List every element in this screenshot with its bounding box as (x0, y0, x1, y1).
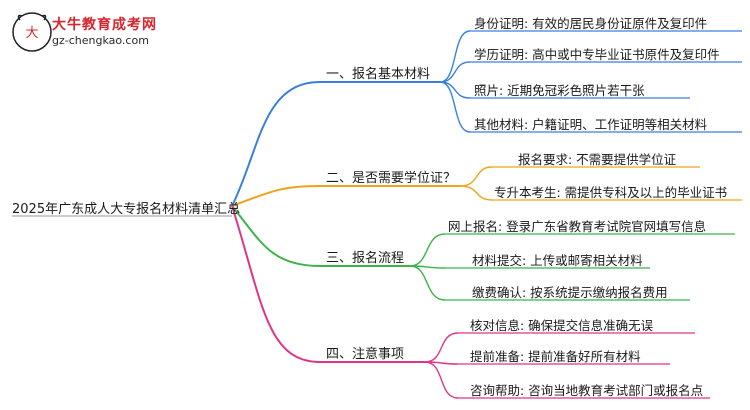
leaf-consult-help: 咨询帮助: 咨询当地教育考试部门或报名点 (470, 383, 704, 398)
branch-process: 三、报名流程 (326, 251, 405, 266)
leaf-material-submission: 材料提交: 上传或邮寄相关材料 (472, 253, 643, 268)
branch-basic-materials: 一、报名基本材料 (326, 67, 431, 82)
connector-b1-l4 (439, 81, 471, 133)
connector-b2-l2 (459, 185, 493, 201)
leaf-upgrade-candidates: 专升本考生: 需提供专科及以上的毕业证书 (494, 185, 728, 200)
leaf-other-materials: 其他材料: 户籍证明、工作证明等相关材料 (474, 117, 708, 132)
leaf-registration-requirement: 报名要求: 不需要提供学位证 (518, 152, 677, 167)
leaf-verify-info: 核对信息: 确保提交信息准确无误 (470, 318, 654, 333)
connector-b3 (231, 205, 321, 267)
leaf-prepare-ahead: 提前准备: 提前准备好所有材料 (470, 349, 641, 364)
mindmap-root-title: 2025年广东成人大专报名材料清单汇总 (12, 202, 241, 217)
connector-b4 (231, 205, 321, 363)
leaf-education-proof: 学历证明: 高中或中专毕业证书原件及复印件 (474, 47, 720, 62)
leaf-online-registration: 网上报名: 登录广东省教育考试院官网填写信息 (448, 219, 707, 234)
connector-b4-l3 (424, 361, 459, 399)
leaf-photos: 照片: 近期免冠彩色照片若干张 (474, 83, 645, 98)
branch-notes: 四、注意事项 (326, 347, 405, 362)
leaf-payment-confirmation: 缴费确认: 按系统提示缴纳报名费用 (472, 285, 668, 300)
bull-logo-icon: 大 (12, 12, 52, 52)
logo-title: 大牛教育成考网 (52, 17, 157, 33)
svg-text:大: 大 (25, 26, 38, 41)
connector-b3-l1 (409, 233, 446, 267)
leaf-id-proof: 身份证明: 有效的居民身份证原件及复印件 (474, 16, 708, 31)
connector-b4-l1 (424, 332, 459, 363)
connector-b1-l2 (439, 61, 471, 83)
connector-b1 (231, 81, 321, 207)
site-logo: 大 大牛教育成考网 gz-chengkao.com (12, 10, 212, 54)
connector-b2-l1 (459, 166, 493, 187)
connector-b2 (231, 185, 321, 207)
connector-b1-l1 (439, 30, 471, 83)
branch-degree-question: 二、是否需要学位证？ (326, 171, 457, 186)
connector-b3-l3 (409, 265, 446, 301)
connector-b1-l3 (439, 81, 471, 99)
logo-url: gz-chengkao.com (52, 34, 149, 47)
